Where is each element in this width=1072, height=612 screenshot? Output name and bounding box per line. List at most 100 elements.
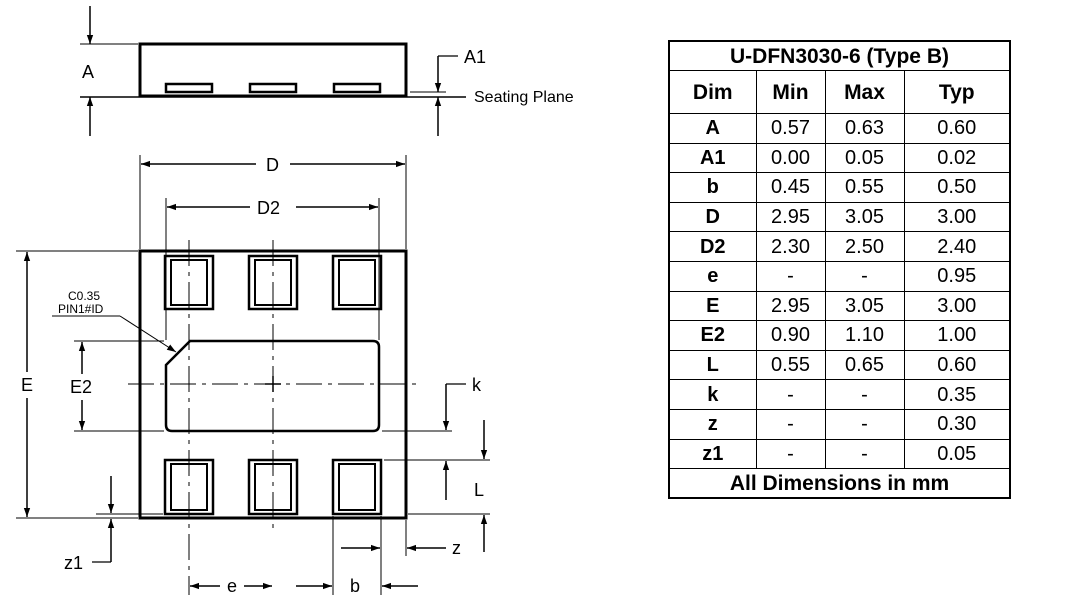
pin1-chamfer-label: C0.35	[68, 289, 100, 303]
cell-max: 1.10	[824, 320, 905, 351]
dimension-A1: A1	[434, 47, 486, 136]
table-footer: All Dimensions in mm	[668, 468, 1011, 499]
cell-max: -	[824, 408, 905, 440]
pin1-id-label: PIN1#ID	[58, 302, 104, 316]
cell-dim: E2	[668, 320, 757, 351]
cell-min: 0.45	[755, 172, 826, 203]
label-A: A	[82, 62, 94, 82]
dimension-b: b	[296, 516, 418, 596]
cell-dim: D2	[668, 231, 757, 262]
dimension-E2: E2	[70, 340, 164, 432]
pad-6	[163, 458, 215, 516]
header-dim: Dim	[668, 70, 757, 114]
header-typ: Typ	[903, 70, 1011, 114]
exposed-pad	[164, 339, 381, 433]
cell-dim: z	[668, 408, 757, 440]
seating-plane-label: Seating Plane	[474, 89, 574, 106]
dimension-L: L	[408, 420, 490, 552]
cell-typ: 3.00	[903, 290, 1011, 322]
cell-dim: L	[668, 349, 757, 381]
package-outline-drawing: A A1 Seating Plane	[16, 6, 574, 596]
label-E: E	[21, 375, 33, 395]
cell-max: -	[824, 379, 905, 410]
cell-min: -	[755, 379, 826, 410]
table-row: z1--0.05	[668, 438, 1011, 470]
cell-typ: 0.50	[903, 172, 1011, 203]
cell-dim: b	[668, 172, 757, 203]
side-view: A A1 Seating Plane	[80, 6, 574, 136]
cell-max: 0.05	[824, 142, 905, 174]
cell-max: -	[824, 260, 905, 292]
cell-max: 2.50	[824, 231, 905, 262]
cell-typ: 0.35	[903, 379, 1011, 410]
dimension-z1: z1	[64, 476, 163, 573]
cell-min: -	[755, 260, 826, 292]
side-view-lead-3	[332, 82, 382, 94]
cell-typ: 0.60	[903, 349, 1011, 381]
label-L: L	[474, 480, 484, 500]
cell-dim: D	[668, 201, 757, 233]
label-D2: D2	[257, 198, 280, 218]
cell-max: 3.05	[824, 290, 905, 322]
cell-dim: A	[668, 113, 757, 144]
label-z1: z1	[64, 553, 83, 573]
cell-dim: E	[668, 290, 757, 322]
label-D: D	[266, 155, 279, 175]
bottom-view: D D2 E E2 C0.35	[16, 155, 490, 596]
cell-max: 0.55	[824, 172, 905, 203]
cell-dim: A1	[668, 142, 757, 174]
dimension-k: k	[382, 375, 490, 500]
cell-min: 0.57	[755, 113, 826, 144]
cell-min: 0.90	[755, 320, 826, 351]
pad-3	[331, 254, 383, 311]
dimension-D2: D2	[165, 198, 380, 340]
cell-typ: 0.95	[903, 260, 1011, 292]
table-row: k--0.35	[668, 379, 1011, 410]
cell-min: 2.95	[755, 201, 826, 233]
cell-min: 2.30	[755, 231, 826, 262]
label-A1: A1	[464, 47, 486, 67]
cell-typ: 0.30	[903, 408, 1011, 440]
pad-5	[247, 458, 299, 516]
dimension-z: z	[341, 516, 461, 558]
cell-min: -	[755, 438, 826, 470]
header-min: Min	[755, 70, 826, 114]
label-z: z	[452, 538, 461, 558]
cell-dim: k	[668, 379, 757, 410]
label-b: b	[350, 576, 360, 596]
side-view-body	[138, 42, 408, 98]
cell-typ: 1.00	[903, 320, 1011, 351]
cell-dim: z1	[668, 438, 757, 470]
label-E2: E2	[70, 377, 92, 397]
table-title: U-DFN3030-6 (Type B)	[668, 40, 1011, 71]
cell-typ: 0.05	[903, 438, 1011, 470]
dimension-E: E	[16, 250, 138, 519]
side-view-lead-2	[248, 82, 298, 94]
table-row: e--0.95	[668, 260, 1011, 292]
cell-typ: 2.40	[903, 231, 1011, 262]
dimension-D: D	[139, 155, 407, 249]
cell-min: 2.95	[755, 290, 826, 322]
cell-dim: e	[668, 260, 757, 292]
side-view-lead-1	[164, 82, 214, 94]
cell-min: 0.55	[755, 349, 826, 381]
pin1-id-callout: C0.35 PIN1#ID	[52, 289, 177, 353]
cell-typ: 3.00	[903, 201, 1011, 233]
cell-max: 0.63	[824, 113, 905, 144]
dimension-A: A	[82, 6, 94, 136]
header-max: Max	[824, 70, 905, 114]
pad-1	[163, 254, 215, 311]
cell-max: 0.65	[824, 349, 905, 381]
pad-2	[247, 254, 299, 311]
table-row: z--0.30	[668, 408, 1011, 440]
